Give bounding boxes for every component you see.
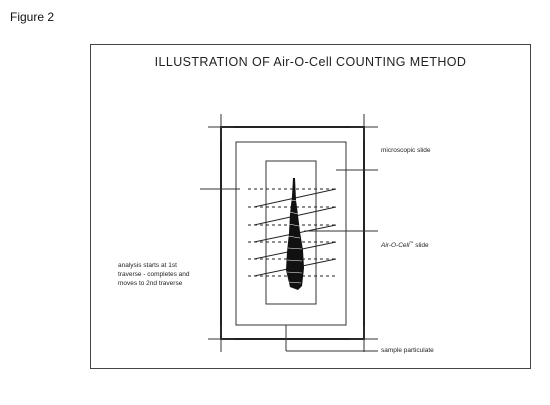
figure-label: Figure 2 — [10, 10, 55, 24]
figure-frame: ILLUSTRATION OF Air-O-Cell COUNTING METH… — [90, 44, 531, 369]
air-o-cell-name: Air-O-Cell — [381, 242, 410, 250]
air-o-cell-suffix: slide — [413, 242, 429, 250]
air-o-cell-slide-label: Air-O-Cell™ slide — [381, 238, 429, 250]
diagram-title: ILLUSTRATION OF Air-O-Cell COUNTING METH… — [154, 55, 467, 69]
microscopic-slide-label: microscopic slide — [381, 147, 431, 154]
sample-particulate-label: sample particulate — [381, 347, 434, 354]
analysis-note: analysis starts at 1st traverse - comple… — [118, 261, 190, 288]
microscopic-slide-outline — [220, 126, 365, 340]
leader-lines — [200, 169, 378, 352]
corner-tick-marks — [208, 114, 378, 352]
air-o-cell-slide-outline — [235, 141, 347, 326]
deposit-area-outline — [265, 160, 317, 305]
analysis-note-line-2: traverse - completes and — [118, 271, 190, 278]
analysis-note-line-3: moves to 2nd traverse — [118, 280, 183, 287]
sample-particulate-trace — [286, 178, 304, 290]
trademark-mark: ™ — [409, 240, 414, 245]
analysis-note-line-1: analysis starts at 1st — [118, 262, 177, 269]
particulate-texture — [286, 199, 303, 284]
